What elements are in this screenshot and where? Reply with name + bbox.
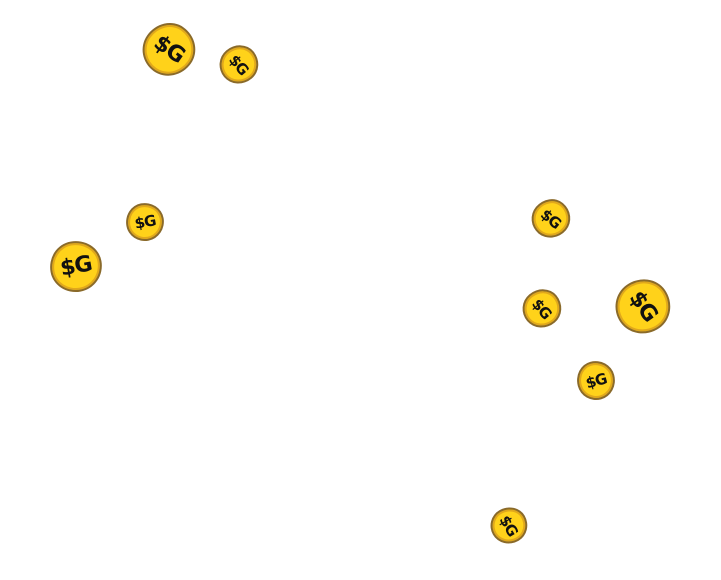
coin-label: $G (148, 30, 190, 69)
coin-label: $G (133, 211, 157, 233)
coin[interactable]: $G (523, 191, 579, 246)
coin[interactable]: $G (604, 268, 682, 345)
coin-label: $G (623, 286, 663, 327)
coin-label: $G (58, 251, 94, 282)
coin-label: $G (583, 369, 609, 392)
coin[interactable]: $G (572, 356, 620, 405)
coin-label: $G (528, 294, 556, 323)
coin-label: $G (496, 512, 522, 539)
coin-label: $G (537, 204, 565, 233)
coin[interactable]: $G (211, 37, 267, 92)
coin[interactable]: $G (122, 199, 168, 245)
coin[interactable]: $G (483, 500, 535, 551)
coin[interactable]: $G (514, 281, 570, 336)
coin[interactable]: $G (132, 12, 206, 87)
coin[interactable]: $G (45, 236, 107, 297)
coin-label: $G (225, 50, 253, 79)
